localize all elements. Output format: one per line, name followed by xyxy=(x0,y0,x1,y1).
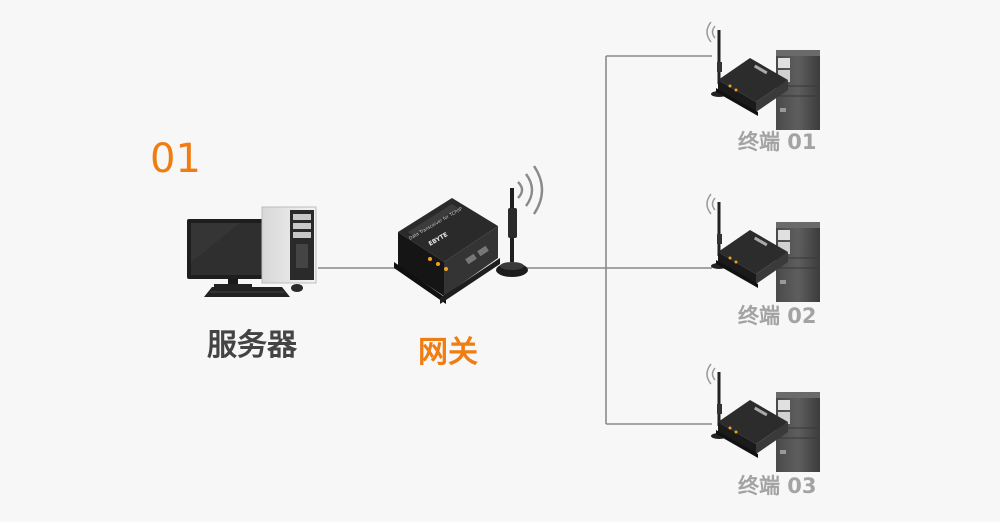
gateway-label: 网关 xyxy=(418,335,478,370)
terminal-device-3-icon xyxy=(705,362,822,474)
terminal-device-2-icon xyxy=(705,192,822,304)
server-label: 服务器 xyxy=(207,328,297,363)
terminal-label-1: 终端 01 xyxy=(738,130,817,154)
terminal-label-2: 终端 02 xyxy=(738,304,817,328)
step-number: 01 xyxy=(150,136,201,182)
desktop-computer-icon xyxy=(187,206,317,297)
signal-waves-icon xyxy=(517,165,544,215)
connection-lines xyxy=(318,55,712,425)
terminal-device-1-icon xyxy=(705,20,822,132)
gateway-device-icon: Data Transceiver for TCP/IP EBYTE xyxy=(394,165,544,304)
terminal-label-3: 终端 03 xyxy=(738,474,817,498)
